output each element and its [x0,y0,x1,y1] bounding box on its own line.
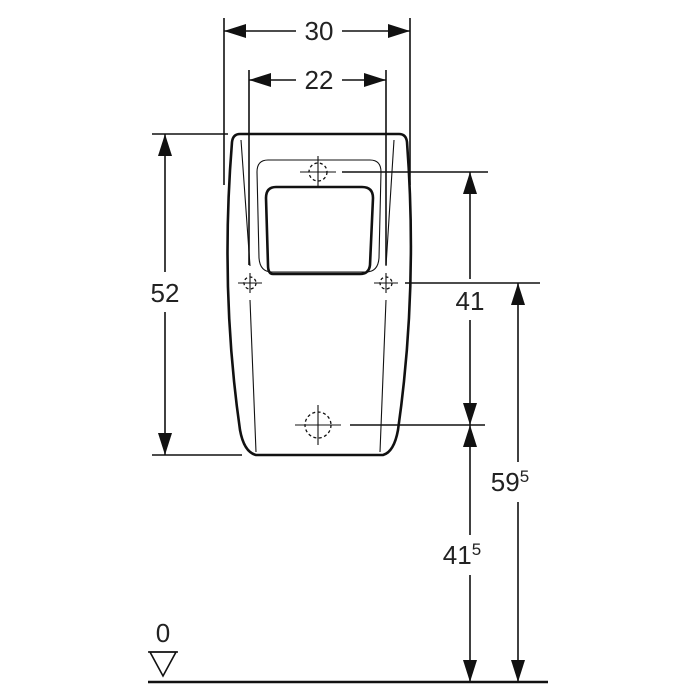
dimension-label-41-5: 415 [443,540,481,570]
dimension-label-59-5: 595 [491,467,529,497]
outlet-hole [295,405,341,445]
floor-level: 0 [148,618,548,684]
dimension-52: 52 [151,133,242,456]
inlet-hole [300,162,336,182]
dimension-59-5: 595 [405,282,540,682]
dimension-41-5: 415 [443,425,481,682]
fixing-hole-right [374,273,398,293]
level-marker-icon [148,651,178,678]
fixing-hole-left [238,273,262,293]
dimension-label-22: 22 [305,65,334,95]
floor-level-label: 0 [156,618,170,648]
dimension-label-41: 41 [456,286,485,316]
urinal-body [226,132,413,457]
dimension-label-30: 30 [305,16,334,46]
dimension-22: 22 [248,65,387,265]
dimension-label-52: 52 [151,278,180,308]
dimension-30: 30 [223,16,411,185]
dimension-41: 41 [342,171,488,426]
